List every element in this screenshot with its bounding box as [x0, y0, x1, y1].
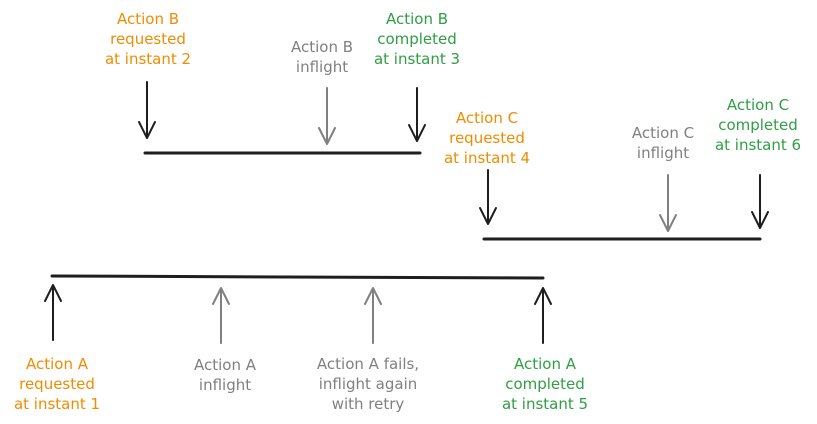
action-b-requested-label: Action B requested at instant 2 [104, 10, 192, 68]
action-c-inflight-arrow [659, 174, 677, 232]
action-c-completed-arrow [751, 174, 769, 229]
action-a-retry-arrow [364, 287, 382, 344]
action-c-requested-label: Action C requested at instant 4 [443, 109, 531, 167]
action-b-inflight-arrow [318, 87, 336, 145]
action-c-completed-label: Action C completed at instant 6 [714, 96, 802, 154]
action-c-requested-arrow [479, 169, 497, 225]
action-c-inflight-label: Action C inflight [631, 124, 695, 162]
action-a-timeline [50, 274, 545, 280]
action-a-requested-label: Action A requested at instant 1 [13, 355, 101, 413]
action-b-requested-arrow [138, 81, 156, 139]
action-a-retry-label: Action A fails, inflight again with retr… [316, 355, 420, 413]
action-a-inflight-label: Action A inflight [193, 356, 257, 394]
action-b-completed-label: Action B completed at instant 3 [373, 10, 461, 68]
action-a-inflight-arrow [212, 287, 230, 344]
action-a-completed-arrow [534, 287, 552, 344]
action-b-inflight-label: Action B inflight [290, 38, 354, 76]
action-a-requested-arrow [44, 284, 62, 341]
action-b-completed-arrow [408, 87, 426, 142]
action-a-completed-label: Action A completed at instant 5 [501, 355, 589, 413]
